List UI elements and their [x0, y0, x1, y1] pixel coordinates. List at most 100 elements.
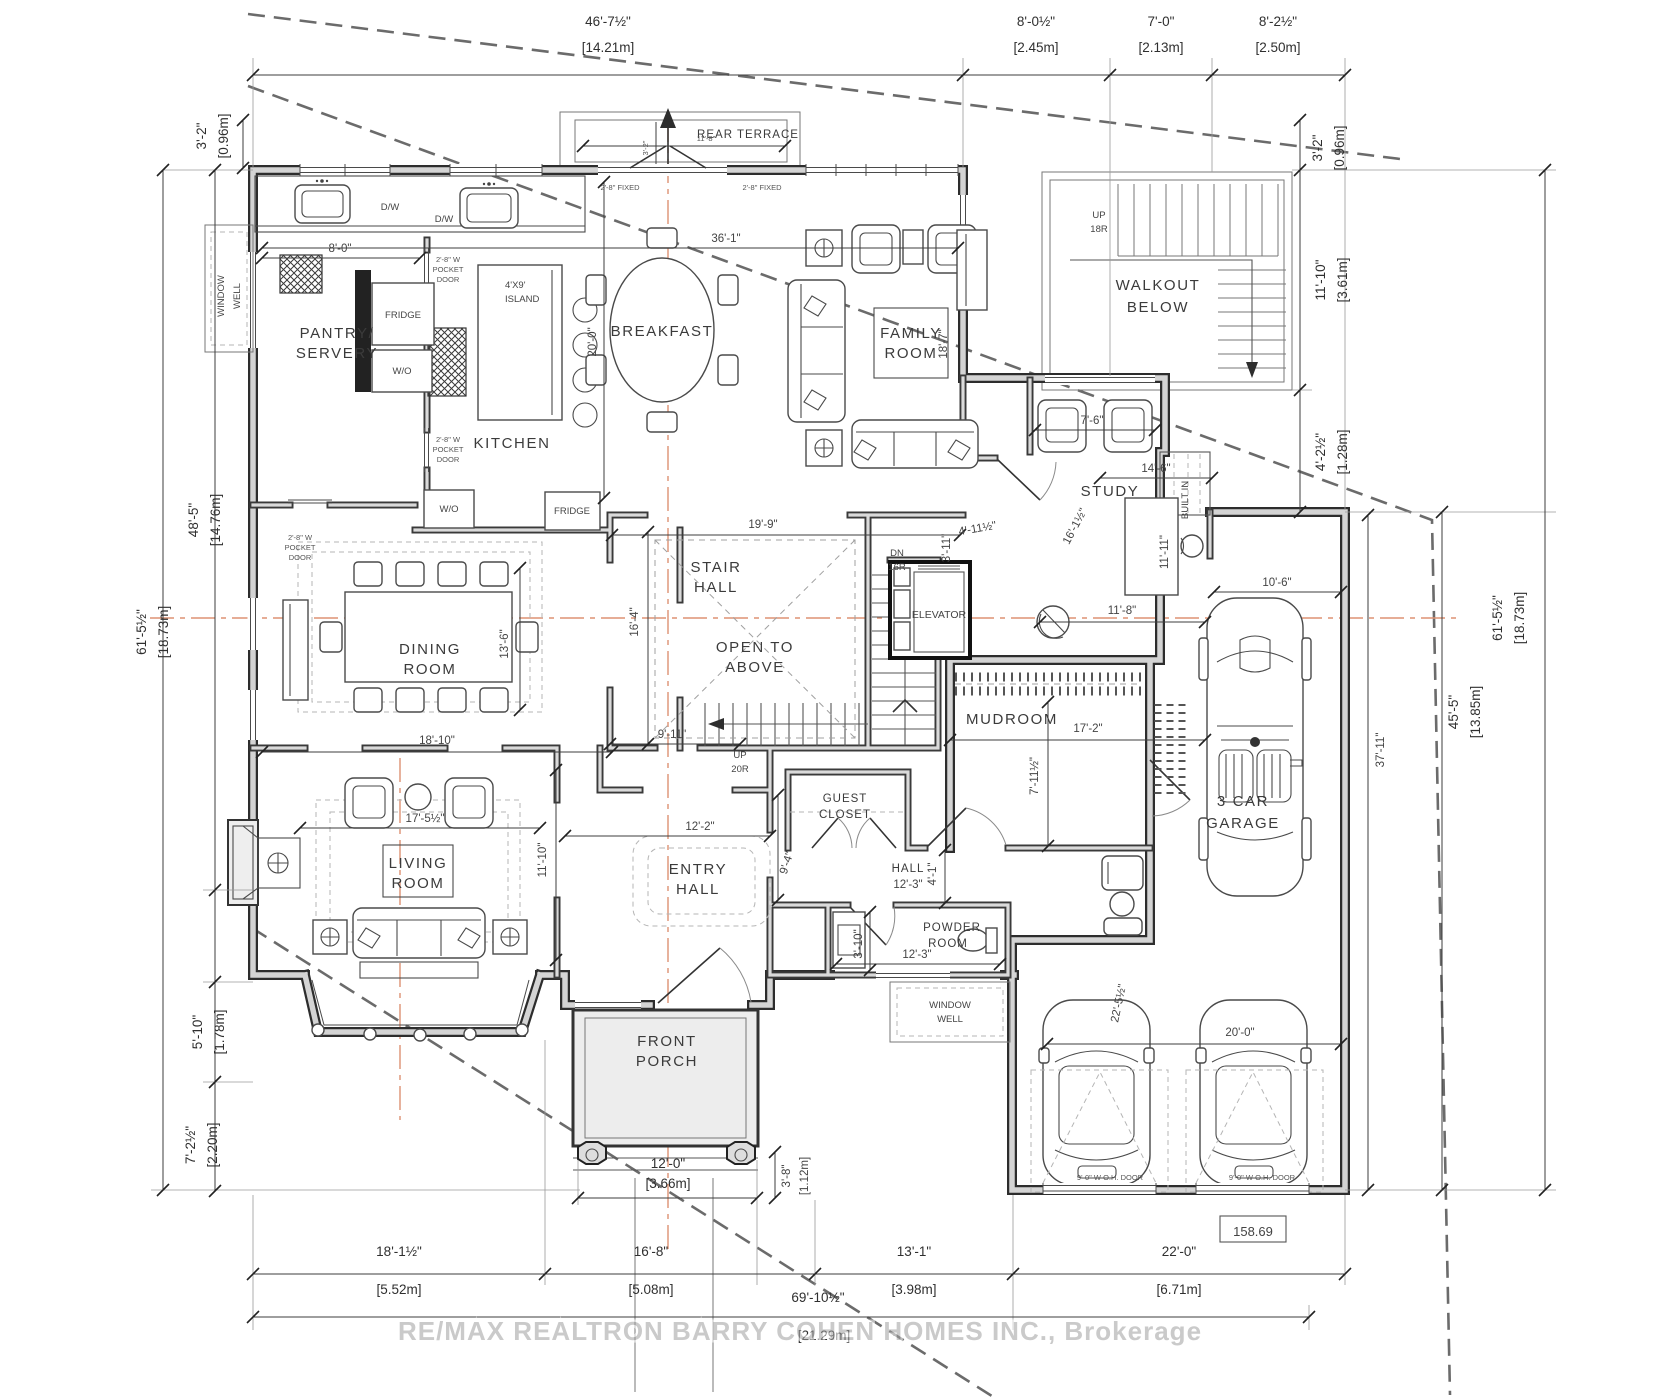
stair-direction-arrow-icon: [1246, 362, 1258, 378]
note-fixed-2: 2'-8" FIXED: [742, 183, 782, 192]
note-pocket-door-1c: DOOR: [289, 553, 312, 562]
label-window-well-bottom-1: WINDOW: [929, 1000, 971, 1011]
label-fridge-1: FRIDGE: [385, 310, 421, 321]
dim-top-2-m: [2.45m]: [1013, 40, 1058, 55]
label-up-18r-2: 18R: [1090, 224, 1108, 235]
family-room-label-box: [873, 307, 949, 379]
dim-right-5-ft: 45'-5": [1446, 695, 1461, 730]
dim-left-3-ft: 61'-5½": [134, 609, 149, 655]
dim-pantry-width: 8'-0": [329, 243, 352, 255]
dim-right-2-m: [3.61m]: [1335, 257, 1350, 302]
study-furniture: [1036, 399, 1204, 639]
label-mudroom: MUDROOM: [966, 711, 1058, 728]
dim-top-2-ft: 8'-0½": [1017, 14, 1055, 29]
label-stair-hall-2: HALL: [694, 579, 738, 596]
label-dn-16r-2: 16R: [888, 562, 906, 573]
dim-bottom-1-ft: 18'-1½": [376, 1244, 422, 1259]
label-powder-1: POWDER: [923, 922, 981, 934]
front-porch: [571, 1008, 760, 1392]
dim-alcove: 7'-6": [1081, 415, 1104, 427]
label-dn-16r-1: DN: [890, 548, 904, 559]
label-up-18r-1: UP: [1092, 210, 1105, 221]
note-pocket-door-3a: 2'-8" W: [436, 435, 461, 444]
open-to-above-outline: [654, 539, 856, 739]
dim-entry-width: 12'-2": [685, 821, 714, 833]
mudroom-details: [832, 672, 1186, 969]
dim-left-2-ft: 48'-5": [186, 503, 201, 538]
label-dishwasher-2: D/W: [435, 214, 454, 225]
dim-dining-depth: 13'-6": [499, 629, 511, 658]
dim-bottom-5-ft: 69'-10½": [791, 1290, 844, 1305]
dim-garage-20-0: 20'-0": [1225, 1027, 1254, 1039]
dim-terrace-3-2: 3'-2": [641, 140, 650, 155]
label-dining-1: DINING: [399, 641, 461, 658]
dim-right-2-ft: 11'-10": [1313, 259, 1328, 300]
label-hall: HALL: [892, 863, 925, 875]
label-study: STUDY: [1081, 483, 1140, 500]
label-stair-hall-1: STAIR: [690, 559, 741, 576]
dim-porch-ft: 12'-0": [651, 1156, 686, 1171]
label-up-20r-2: 20R: [731, 764, 749, 775]
dim-bottom-2-m: [5.08m]: [628, 1282, 673, 1297]
label-built-in: BUILT IN: [1180, 481, 1191, 519]
label-open-above-2: ABOVE: [725, 659, 785, 676]
dim-top-3-m: [2.13m]: [1138, 40, 1183, 55]
dim-kitchen-depth: 20'-0": [587, 327, 599, 356]
kitchen-area: [254, 175, 601, 531]
dim-bottom-1-m: [5.52m]: [376, 1282, 421, 1297]
note-pocket-door-2a: 2'-8" W: [436, 255, 461, 264]
dim-bottom-3-m: [3.98m]: [891, 1282, 936, 1297]
label-guest-closet-2: CLOSET: [819, 809, 871, 821]
dim-stairhall-19-9: 19'-9": [748, 519, 777, 531]
dim-top-4-m: [2.50m]: [1255, 40, 1300, 55]
dim-top-1-ft: 46'-7½": [585, 14, 631, 29]
note-oh-door-2: 9'-0" W O.H. DOOR: [1229, 1173, 1296, 1182]
label-island-1: 4'X9': [505, 280, 526, 291]
dim-stairhall-9-11: 9'-11": [658, 729, 686, 741]
note-pocket-door-3b: POCKET: [433, 445, 464, 454]
dim-hall-12-3: 12'-3": [893, 879, 922, 891]
label-pantry-1: PANTRY/: [300, 325, 375, 342]
label-family-1: FAMILY: [880, 325, 942, 342]
dim-elev-3-11: 3'-11": [941, 534, 953, 562]
dim-terrace-11-8: 11'-8": [697, 134, 716, 143]
entry-ceiling-detail: [632, 835, 771, 927]
dim-bottom-4-ft: 22'-0": [1162, 1244, 1197, 1259]
dim-left-4-m: [1.78m]: [212, 1009, 227, 1054]
dim-study-11-8: 11'-8": [1108, 605, 1136, 617]
label-walkout-1: WALKOUT: [1116, 277, 1201, 294]
doors: [288, 248, 1191, 1004]
elevator: [888, 560, 972, 660]
dim-porch-m: [3.66m]: [645, 1176, 690, 1191]
benchmark-box: [1219, 1215, 1287, 1243]
breakfast-table: [585, 227, 739, 433]
built-in-cabinet: [1159, 451, 1211, 516]
classic-car: [1198, 597, 1312, 897]
dining-room-furniture: [282, 561, 539, 713]
label-powder-2: ROOM: [928, 938, 968, 950]
label-kitchen: KITCHEN: [473, 435, 550, 452]
living-room-label-box: [382, 844, 454, 898]
property-lines: [247, 12, 1452, 1398]
dim-top-3-ft: 7'-0": [1148, 14, 1175, 29]
dim-left-5-m: [2.20m]: [205, 1122, 220, 1167]
note-pocket-door-2c: DOOR: [437, 275, 460, 284]
dim-bottom-4-m: [6.71m]: [1156, 1282, 1201, 1297]
brokerage-watermark: RE/MAX REALTRON BARRY COHEN HOMES INC., …: [398, 1316, 1202, 1346]
dim-mudroom-depth: 7'-11½": [1029, 757, 1041, 795]
label-walkout-2: BELOW: [1127, 299, 1189, 316]
label-washer-oven-1: W/O: [393, 366, 412, 377]
label-family-2: ROOM: [884, 345, 937, 362]
dim-left-1-ft: 3'-2": [194, 122, 209, 149]
note-pocket-door-1a: 2'-8" W: [288, 533, 313, 542]
dim-left-4-ft: 5'-10": [190, 1015, 205, 1050]
dim-top-1-m: [14.21m]: [582, 40, 635, 55]
label-dishwasher-1: D/W: [381, 202, 400, 213]
dim-study-width: 14'-6": [1141, 463, 1170, 475]
note-fixed-1: 2'-8" FIXED: [600, 183, 640, 192]
dim-powder-12-3: 12'-3": [902, 949, 931, 961]
dim-left-2-m: [14.76m]: [208, 494, 223, 547]
label-front-porch-1: FRONT: [637, 1033, 697, 1050]
